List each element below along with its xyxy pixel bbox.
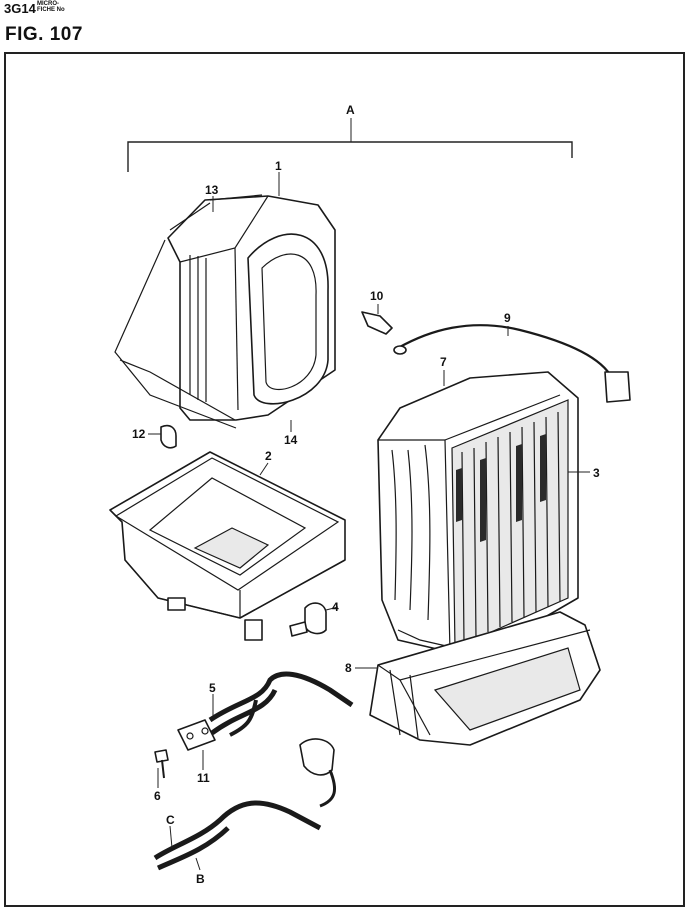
upper-case-part	[114, 194, 336, 429]
callout-13: 13	[205, 183, 219, 197]
callout-5: 5	[209, 681, 216, 695]
callout-14: 14	[284, 433, 298, 447]
callout-3: 3	[593, 466, 600, 480]
callout-12: 12	[132, 427, 146, 441]
flange-plate-part	[177, 719, 216, 751]
callout-1: 1	[275, 159, 282, 173]
thermistor-clip-part	[361, 311, 393, 335]
microfiche-label-line1: MICRO-	[37, 1, 59, 7]
expansion-valve-part	[289, 602, 339, 637]
clip-part	[148, 424, 177, 449]
callout-B: B	[196, 872, 205, 886]
pipe-assembly-part	[208, 671, 354, 737]
drain-pan-part	[369, 611, 601, 746]
callout-8: 8	[345, 661, 352, 675]
figure-title: FIG. 107	[5, 24, 83, 45]
assembly-bracket	[127, 118, 573, 172]
callout-2: 2	[265, 449, 272, 463]
microfiche-label: MICRO- FICHE No	[37, 1, 65, 13]
callout-4: 4	[332, 600, 339, 614]
thermistor-part	[393, 324, 631, 403]
figure-frame	[4, 52, 685, 907]
microfiche-label-line2: FICHE No	[37, 7, 65, 13]
callout-11: 11	[197, 771, 210, 785]
bolt-part	[154, 749, 169, 779]
callout-6: 6	[154, 789, 161, 803]
evaporator-core-part	[397, 399, 569, 649]
callout-C: C	[166, 813, 175, 827]
fiche-code: 3G14	[4, 1, 36, 16]
callout-7: 7	[440, 355, 447, 369]
callout-A: A	[346, 103, 355, 117]
callout-9: 9	[504, 311, 511, 325]
callout-10: 10	[370, 289, 384, 303]
refrigerant-pipe-part	[153, 738, 337, 871]
leader-lines	[157, 172, 590, 871]
lower-case-part	[109, 451, 346, 641]
